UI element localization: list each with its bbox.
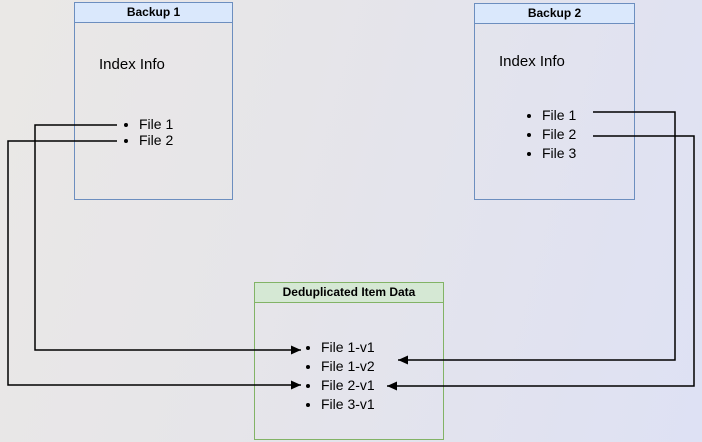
backup-1-title: Backup 1: [126, 5, 181, 19]
dedup-item-list: File 1-v1 File 1-v2 File 2-v1 File 3-v1: [307, 338, 375, 414]
backup-2-file-list: File 1 File 2 File 3: [528, 106, 576, 163]
backup-1-file-1: File 1: [139, 116, 173, 132]
backup-1-file-list: File 1 File 2: [125, 116, 173, 148]
backup-1-file-2: File 2: [139, 132, 173, 148]
dedup-title: Deduplicated Item Data: [282, 285, 416, 299]
dedup-header: Deduplicated Item Data: [255, 283, 443, 303]
dedup-item-file-2-v1: File 2-v1: [321, 376, 375, 395]
dedup-item-file-1-v2: File 1-v2: [321, 357, 375, 376]
backup-1-box: Backup 1 Index Info File 1 File 2: [74, 2, 233, 200]
deduplicated-item-data-box: Deduplicated Item Data File 1-v1 File 1-…: [254, 282, 444, 440]
dedup-item-file-1-v1: File 1-v1: [321, 338, 375, 357]
backup-2-file-1: File 1: [542, 106, 576, 125]
backup-2-index-info-label: Index Info: [499, 53, 565, 70]
dedup-item-file-3-v1: File 3-v1: [321, 395, 375, 414]
backup-1-header: Backup 1: [75, 3, 232, 23]
backup-2-box: Backup 2 Index Info File 1 File 2 File 3: [474, 3, 635, 200]
backup-2-header: Backup 2: [475, 4, 634, 24]
backup-1-index-info-label: Index Info: [99, 56, 165, 73]
backup-2-file-2: File 2: [542, 125, 576, 144]
backup-2-title: Backup 2: [527, 6, 582, 20]
backup-2-file-3: File 3: [542, 144, 576, 163]
